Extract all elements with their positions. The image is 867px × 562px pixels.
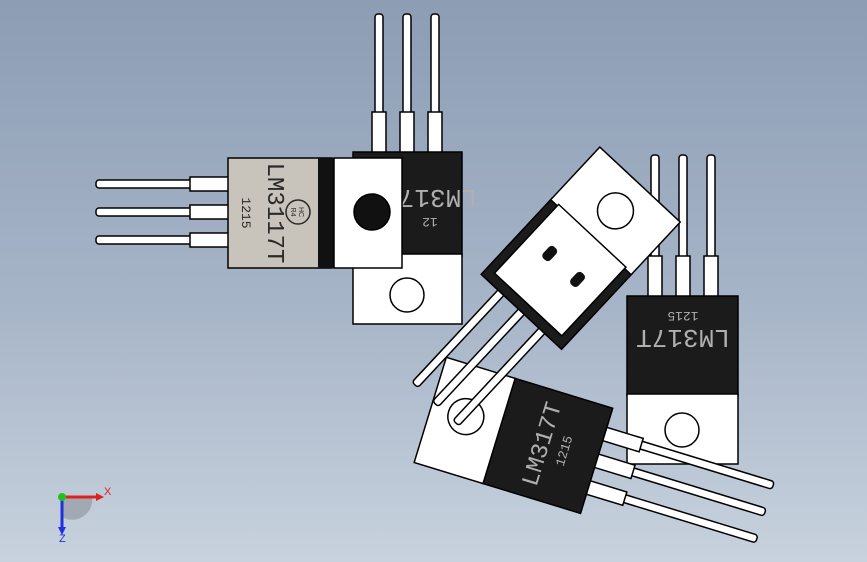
regulator-2-mount-hole [389, 277, 425, 313]
regulator-3-pins [412, 287, 547, 426]
regulator-2-date-code: 12 [422, 214, 438, 229]
regulator-4-body [626, 295, 739, 397]
regulator-1-edge [318, 158, 334, 268]
coordinate-triad[interactable]: X Z [58, 486, 112, 545]
regulator-4-mount-hole [664, 412, 700, 448]
regulator-1-marking: LM3117T [260, 163, 287, 264]
regulator-3[interactable] [395, 145, 682, 441]
regulator-5-pins [581, 425, 775, 543]
triad-z-arrow-icon [58, 527, 66, 535]
regulator-1-pins [95, 176, 231, 248]
regulator-1[interactable]: LM3117T 1215 HC R4 [95, 157, 403, 269]
regulator-3-face [493, 203, 627, 337]
regulator-4-marking: LM317T [636, 322, 730, 352]
regulator-1-date-code: 1215 [238, 197, 253, 228]
triad-z-label: Z [59, 533, 66, 545]
regulator-4[interactable]: LM317T 1215 [626, 154, 739, 465]
regulator-2-pins [371, 13, 443, 155]
triad-y-axis-icon [58, 493, 66, 501]
triad-x-label: X [104, 486, 112, 498]
regulator-1-mount-hole [353, 193, 391, 231]
regulator-3-pin-slot-2 [570, 271, 585, 288]
triad-x-arrow-icon [96, 493, 104, 501]
regulator-4-date-code: 1215 [667, 308, 698, 323]
regulator-1-logo: HC R4 [285, 199, 311, 225]
regulator-3-pin-slot-1 [542, 245, 558, 262]
regulator-3-mount-hole [596, 192, 635, 230]
triad-shadow-icon [62, 497, 93, 520]
svg-text:HC: HC [297, 207, 304, 217]
svg-text:R4: R4 [289, 208, 296, 217]
